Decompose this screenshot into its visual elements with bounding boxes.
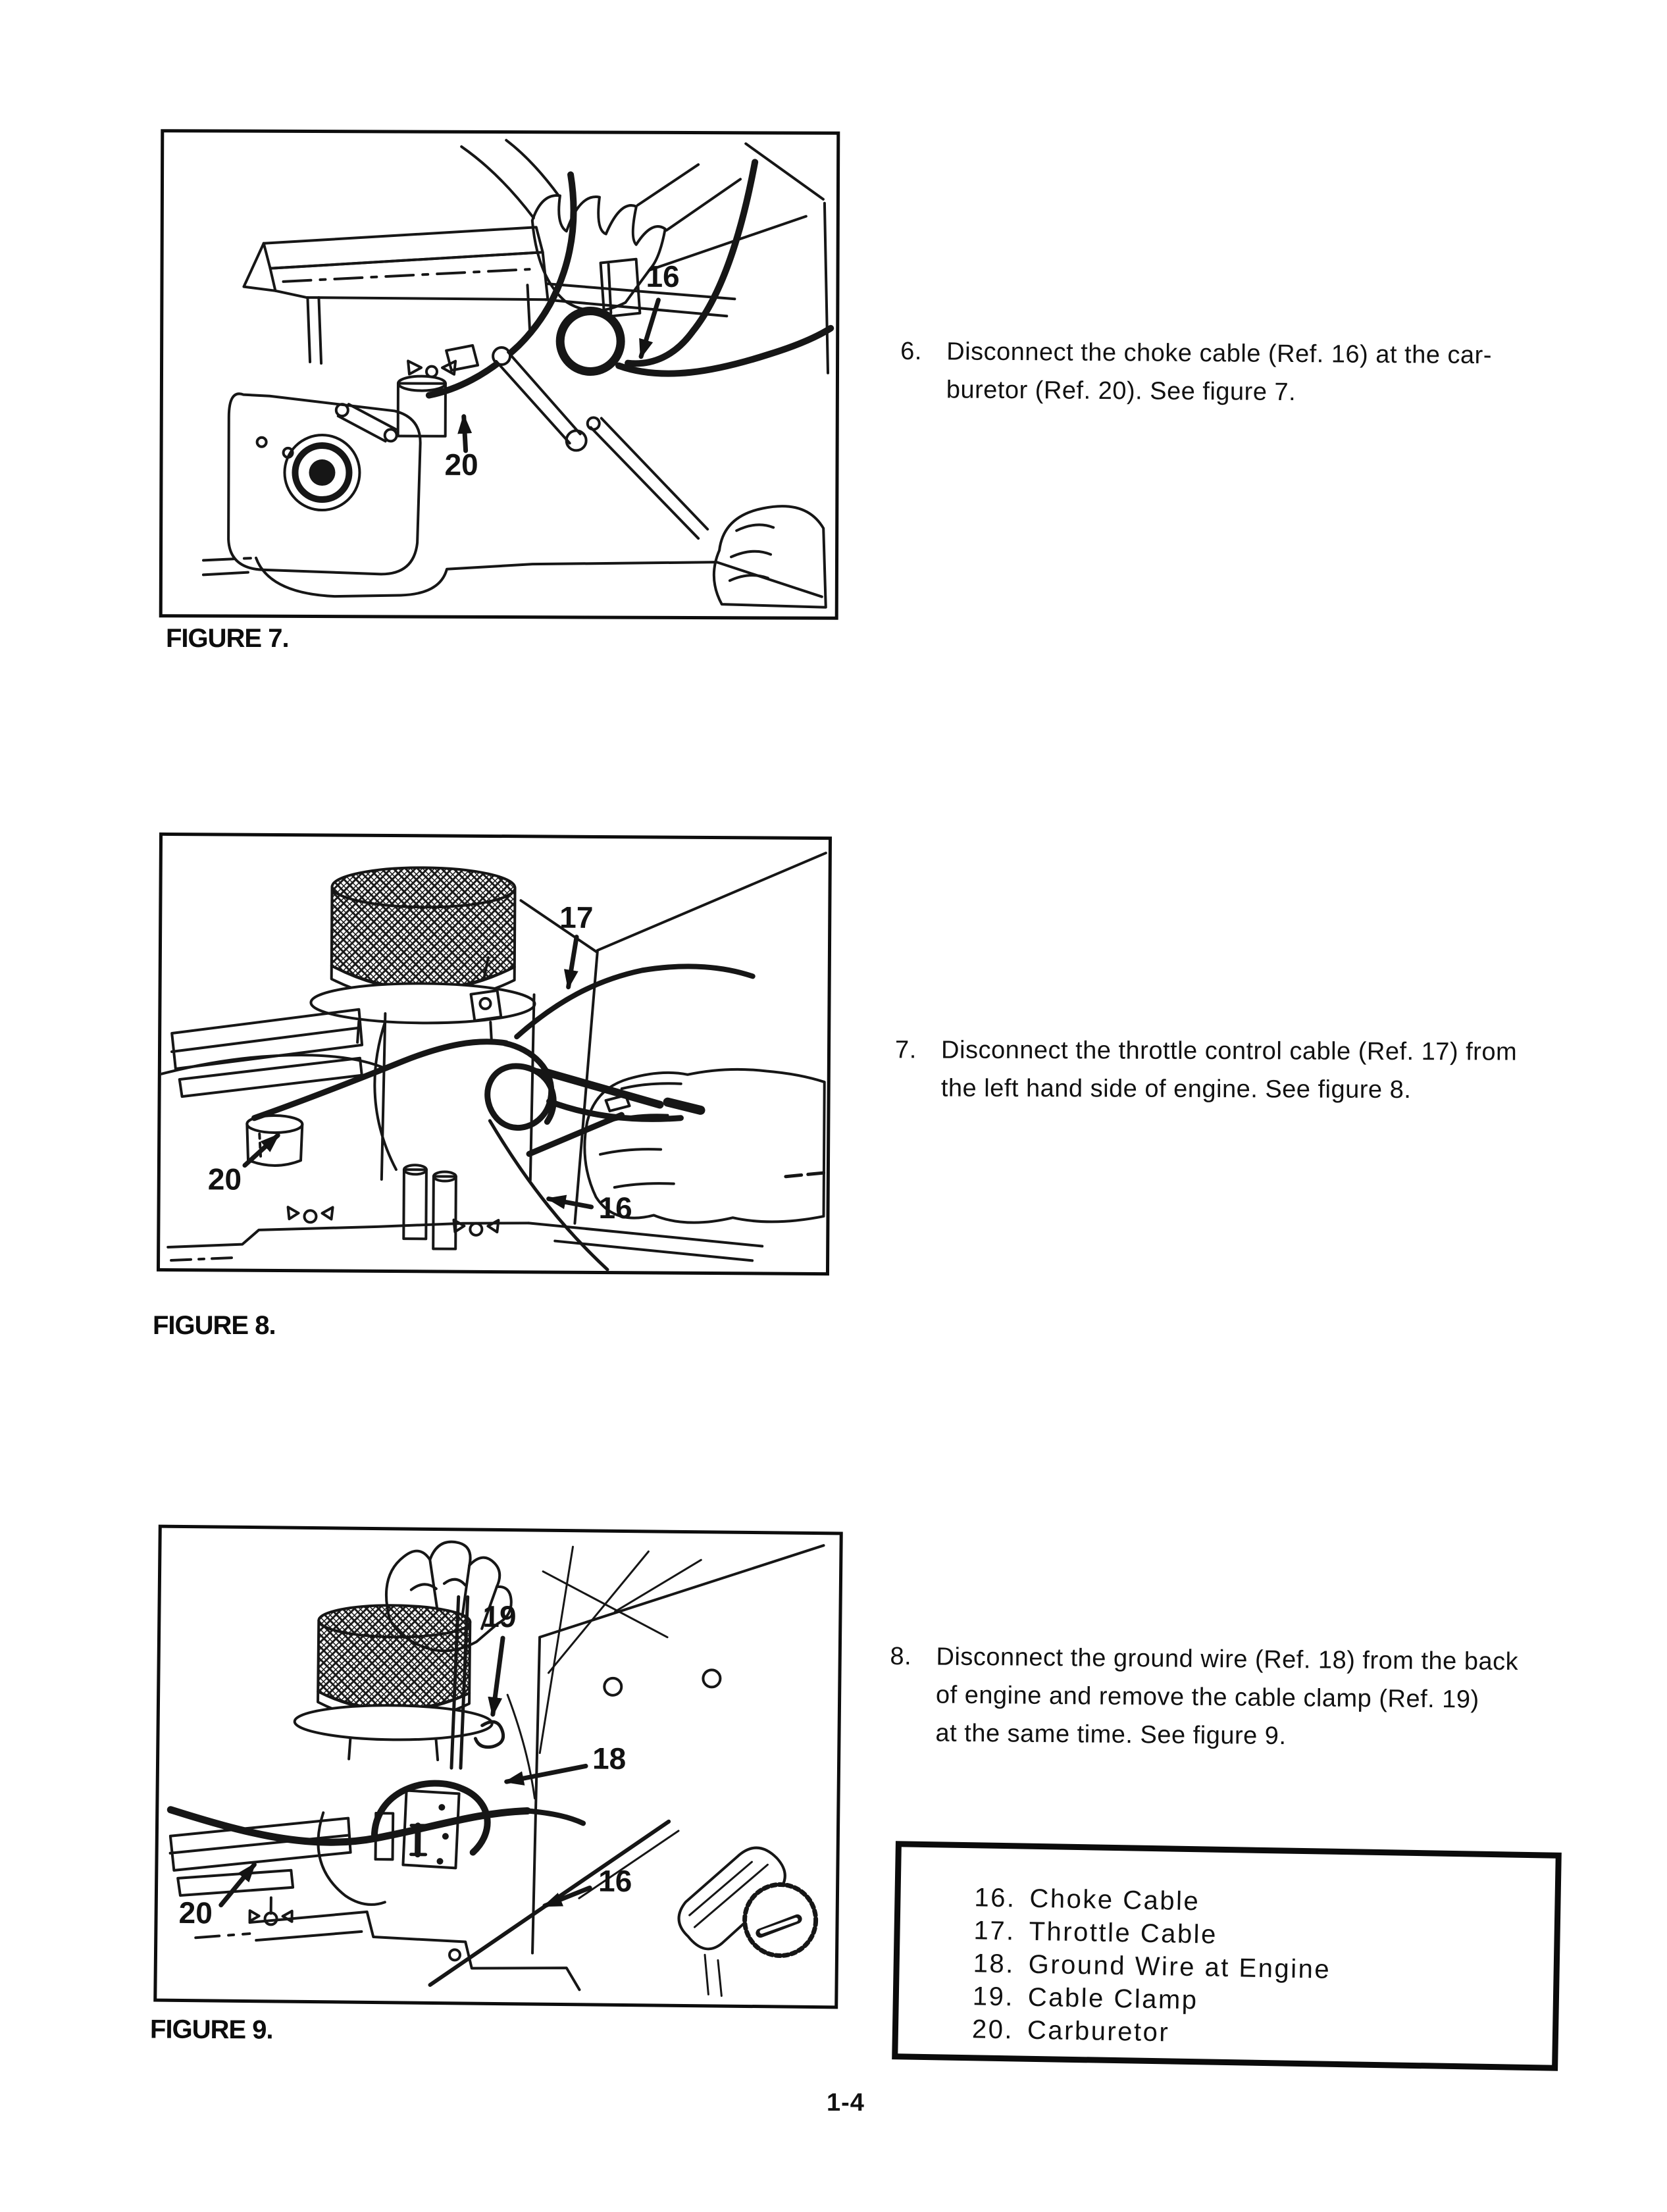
step-8-line-1: Disconnect the ground wire (Ref. 18) fro…	[936, 1643, 1519, 1676]
callout-arrow-17	[563, 935, 579, 990]
hand-top-drawing	[460, 139, 808, 312]
legend-item-number: 19.	[972, 1982, 1015, 2012]
fig7-callout-16: 16	[646, 259, 679, 294]
frame-panel-drawing	[506, 1544, 825, 1955]
engine-line-art	[160, 852, 827, 1272]
step-8: 8. Disconnect the ground wire (Ref. 18) …	[889, 1637, 1518, 1757]
carburetor-drawing	[396, 344, 480, 438]
figure-7-box: 16 20	[159, 129, 840, 620]
figure-8-illustration: 17 20 16	[160, 852, 827, 1272]
callout-arrow-20	[457, 413, 473, 453]
legend-item-number: 20.	[971, 2015, 1014, 2045]
figure-9-box: 19 18 16 20	[153, 1524, 843, 2009]
callout-arrow-20	[242, 1133, 280, 1168]
step-7-line-1: Disconnect the throttle control cable (R…	[941, 1036, 1518, 1066]
fig9-callout-20: 20	[178, 1895, 213, 1930]
figure-8-box: 17 20 16	[156, 832, 833, 1276]
engine-plate-drawing	[317, 1789, 461, 1906]
fig9-callout-19: 19	[482, 1599, 517, 1634]
fig9-callout-16: 16	[598, 1864, 632, 1899]
legend-item-number: 18.	[973, 1949, 1015, 1979]
step-6-number: 6.	[900, 337, 923, 366]
step-6-line-1: Disconnect the choke cable (Ref. 16) at …	[946, 338, 1493, 370]
step-6-line-2: buretor (Ref. 20). See figure 7.	[946, 376, 1296, 407]
step-7-number: 7.	[895, 1036, 917, 1064]
legend-box: 16. Choke Cable 17. Throttle Cable 18. G…	[892, 1841, 1562, 2071]
legend-item-number: 17.	[973, 1916, 1016, 1946]
callout-arrow-16	[542, 1885, 592, 1909]
step-8-text: Disconnect the ground wire (Ref. 18) fro…	[935, 1637, 1518, 1757]
air-cleaner-drawing	[309, 866, 536, 1044]
figure-8-caption: FIGURE 8.	[153, 1311, 276, 1340]
choke-cable-drawing	[425, 159, 834, 399]
fig9-callout-18: 18	[592, 1741, 627, 1776]
engine-line-art	[201, 139, 834, 609]
fig8-callout-20: 20	[208, 1162, 242, 1196]
step-8-line-2: of engine and remove the cable clamp (Re…	[935, 1681, 1479, 1714]
step-7-text: Disconnect the throttle control cable (R…	[941, 1031, 1517, 1110]
step-7: 7. Disconnect the throttle control cable…	[895, 1031, 1517, 1109]
figure-9-caption: FIGURE 9.	[149, 2015, 273, 2045]
page-number: 1-4	[827, 2089, 865, 2117]
callout-arrow-18	[503, 1763, 588, 1786]
callout-arrow-16	[546, 1195, 594, 1210]
fig7-callout-20: 20	[444, 448, 478, 482]
legend-item-label: Ground Wire at Engine	[1028, 1949, 1331, 1984]
knob-drawing	[677, 1846, 819, 1997]
step-8-line-3: at the same time. See figure 9.	[935, 1719, 1287, 1751]
step-8-number: 8.	[890, 1642, 912, 1671]
air-cleaner-drawing	[293, 1604, 494, 1762]
callout-arrow-20	[218, 1862, 257, 1908]
figure-7-illustration: 16 20	[201, 139, 834, 609]
hand-drawing	[583, 1067, 826, 1224]
engine-line-art	[167, 1540, 825, 1997]
legend-item-label: Carburetor	[1027, 2015, 1170, 2047]
legend-item-number: 16.	[974, 1883, 1016, 1913]
figure-9-illustration: 19 18 16 20	[167, 1540, 825, 1997]
screwdriver-drawing	[526, 1066, 705, 1157]
legend-list: 16. Choke Cable 17. Throttle Cable 18. G…	[898, 1847, 1556, 2055]
legend-item-label: Choke Cable	[1029, 1884, 1200, 1916]
step-6: 6. Disconnect the choke cable (Ref. 16) …	[900, 332, 1493, 413]
callout-arrow-16	[638, 297, 661, 359]
figure-7-caption: FIGURE 7.	[166, 624, 290, 653]
step-7-line-2: the left hand side of engine. See figure…	[940, 1074, 1412, 1104]
fig8-callout-16: 16	[598, 1191, 632, 1225]
step-6-text: Disconnect the choke cable (Ref. 16) at …	[946, 332, 1493, 413]
legend-item-label: Throttle Cable	[1029, 1916, 1218, 1949]
carburetor-drawing	[286, 1164, 500, 1250]
legend-item-label: Cable Clamp	[1027, 1982, 1198, 2015]
fig8-callout-17: 17	[559, 900, 593, 935]
callout-arrow-19	[488, 1635, 505, 1717]
